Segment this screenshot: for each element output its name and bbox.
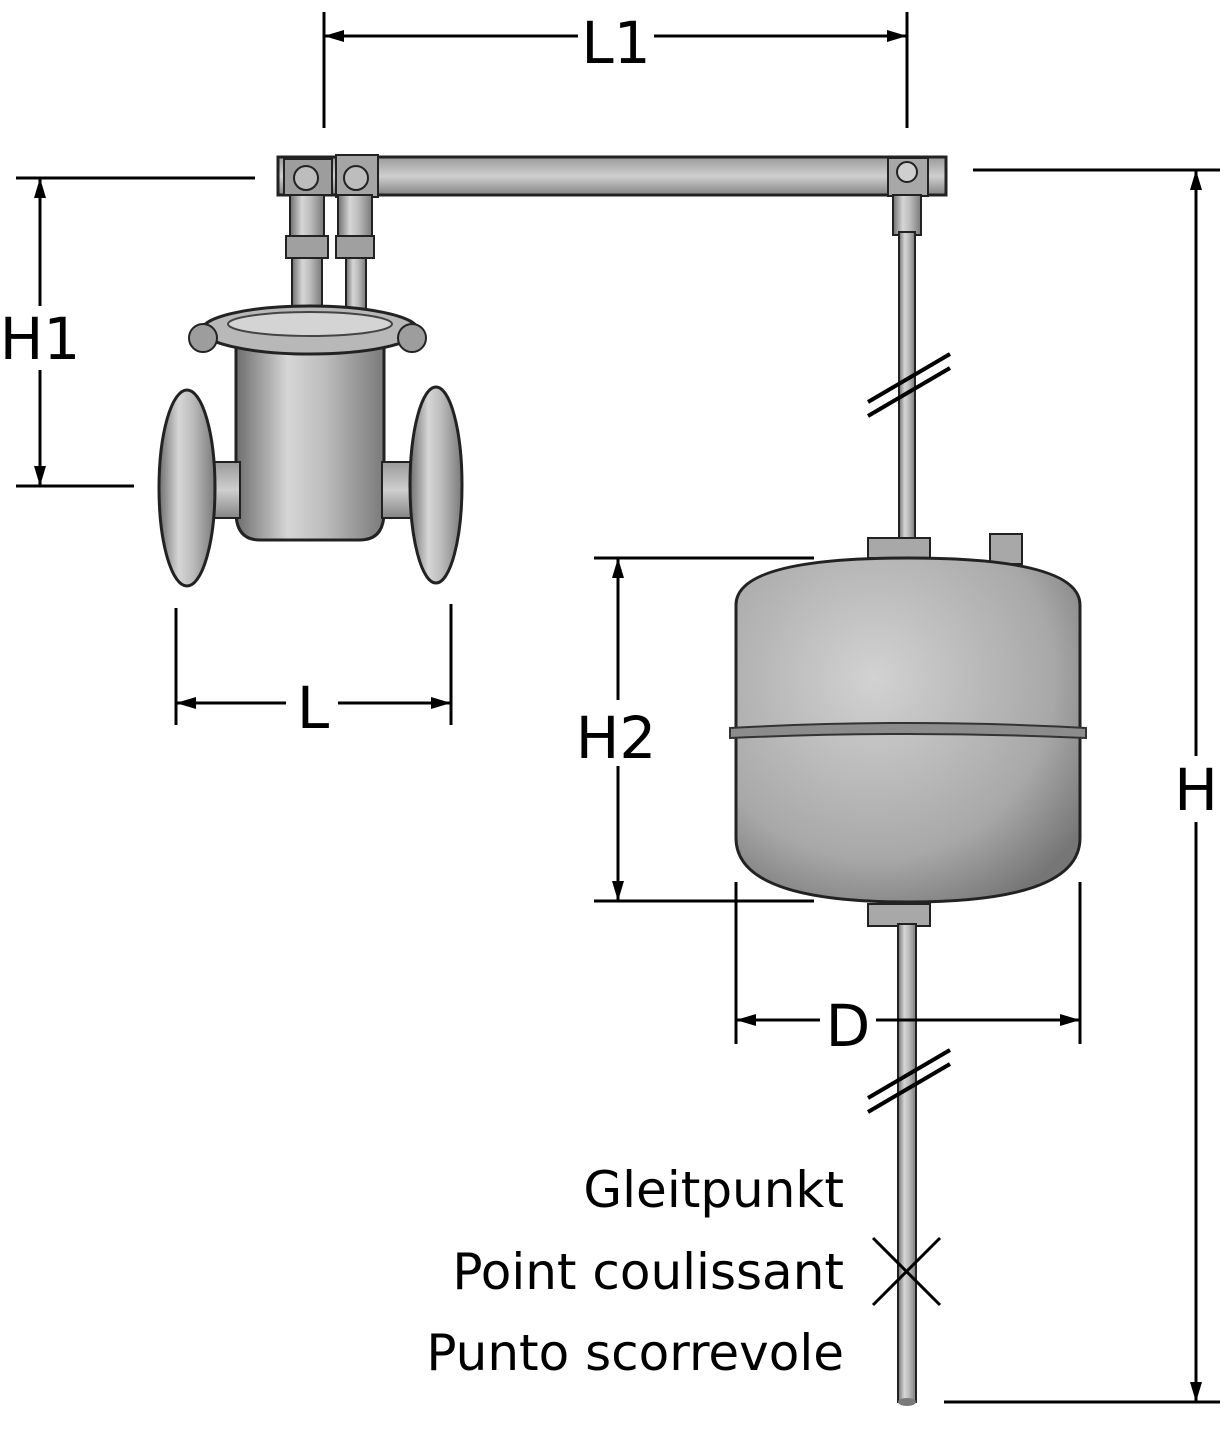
label-l1: L1 bbox=[581, 9, 650, 77]
guide-rod bbox=[867, 903, 931, 1406]
legend-line-fr: Point coulissant bbox=[452, 1243, 844, 1301]
dimension-h1: H1 bbox=[0, 176, 255, 488]
sliding-point-cross-icon bbox=[871, 1236, 942, 1307]
label-h: H bbox=[1174, 756, 1218, 824]
float-tank bbox=[729, 556, 1087, 904]
strainer-valve-body bbox=[157, 304, 464, 588]
lever-bar bbox=[276, 154, 948, 198]
legend-line-de: Gleitpunkt bbox=[583, 1161, 844, 1219]
dimension-l1: L1 bbox=[322, 9, 909, 128]
legend-line-it: Punto scorrevole bbox=[426, 1324, 844, 1382]
label-d: D bbox=[826, 992, 871, 1060]
label-h2: H2 bbox=[576, 704, 657, 772]
valve-linkage bbox=[285, 194, 375, 317]
sliding-point-legend: Gleitpunkt Point coulissant Punto scorre… bbox=[426, 1161, 844, 1382]
dimension-d: D bbox=[734, 882, 1082, 1060]
label-h1: H1 bbox=[0, 305, 80, 373]
dimension-l: L bbox=[174, 604, 453, 742]
dimension-h: H bbox=[944, 168, 1220, 1404]
dimension-h2: H2 bbox=[576, 556, 814, 903]
float-rod bbox=[867, 194, 1023, 565]
label-l: L bbox=[297, 674, 329, 742]
break-marks bbox=[866, 352, 952, 1114]
